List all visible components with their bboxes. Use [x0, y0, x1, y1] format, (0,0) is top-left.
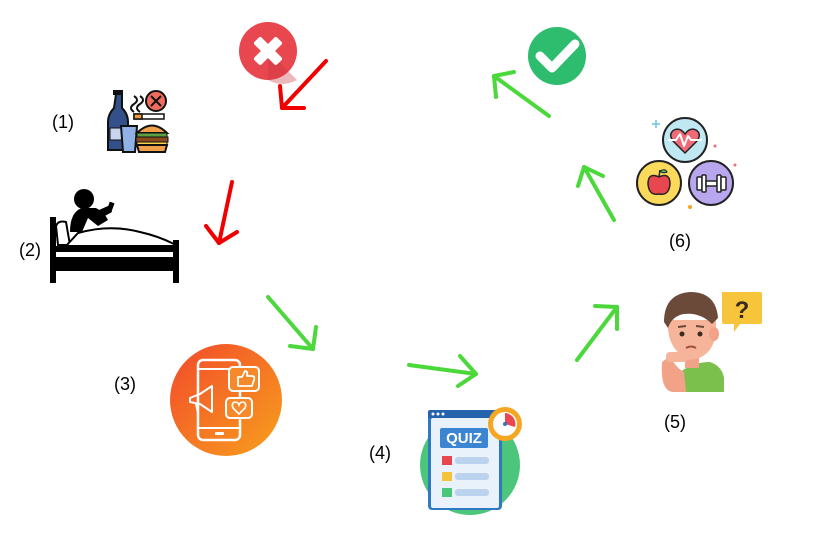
arrow-green-1: [266, 295, 318, 351]
arrow-green-2: [407, 354, 478, 388]
arrow-green-5: [492, 70, 551, 118]
arrow-red-1: [278, 59, 328, 110]
step-label-3: (3): [114, 374, 136, 394]
thinking-person-icon: ?: [661, 292, 762, 392]
quiz-label: QUIZ: [446, 430, 482, 447]
unhealthy-habits-icon: [107, 90, 170, 153]
arrow-green-4: [576, 165, 616, 222]
x-mark-icon: [239, 22, 297, 84]
quiz-icon: QUIZ: [420, 407, 522, 515]
check-mark-icon: [528, 27, 586, 85]
step-label-6: (6): [669, 231, 691, 251]
question-mark: ?: [735, 297, 750, 324]
step-label-4: (4): [369, 443, 391, 463]
step-label-2: (2): [19, 240, 41, 260]
arrow-red-2: [204, 180, 239, 245]
step-label-1: (1): [52, 112, 74, 132]
social-media-phone-icon: [170, 344, 282, 456]
bed-phone-icon: [50, 189, 179, 283]
arrow-green-3: [575, 304, 619, 362]
step-label-5: (5): [664, 412, 686, 432]
health-fitness-icon: [636, 117, 737, 209]
